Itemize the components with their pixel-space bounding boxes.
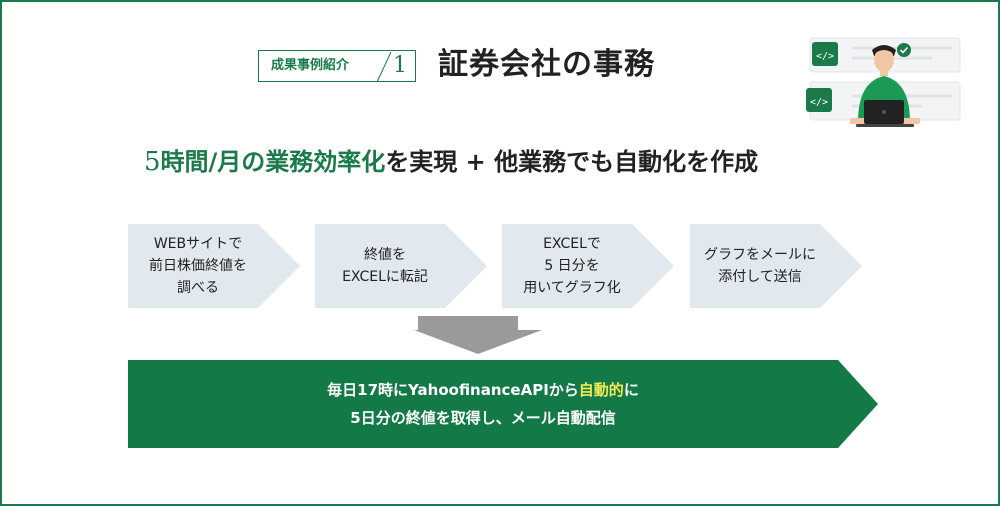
- process-step-4: グラフをメールに 添付して送信: [690, 224, 862, 308]
- svg-text:</>: </>: [816, 51, 834, 62]
- subtitle-rest: を実現 + 他業務でも自動化を作成: [385, 148, 759, 176]
- tag-label: 成果事例紹介: [271, 58, 350, 73]
- code-icon: </>: [806, 88, 832, 112]
- check-icon: [897, 43, 911, 57]
- down-arrow-icon: [414, 316, 542, 354]
- result-line-1-before: 毎日17時にYahoofinanceAPIから: [327, 381, 579, 399]
- laptop-icon: [856, 100, 914, 127]
- developer-illustration: </> </>: [806, 37, 961, 127]
- subtitle-number: 5: [144, 147, 161, 177]
- result-line-1: 毎日17時にYahoofinanceAPIから自動的に: [327, 376, 639, 404]
- svg-text:</>: </>: [810, 97, 828, 108]
- case-study-tag: 成果事例紹介: [258, 50, 416, 83]
- page-title: 証券会社の事務: [438, 47, 655, 82]
- process-step-text: 終値を EXCELに転記: [342, 247, 428, 285]
- process-step-text: グラフをメールに 添付して送信: [704, 247, 816, 285]
- process-step-2: 終値を EXCELに転記: [315, 224, 487, 308]
- process-step-text: WEBサイトで 前日株価終値を 調べる: [149, 236, 247, 296]
- process-step-3: EXCELで 5 日分を 用いてグラフ化: [502, 224, 674, 308]
- slash-divider-icon: [376, 51, 392, 83]
- result-line-2: 5日分の終値を取得し、メール自動配信: [350, 409, 616, 427]
- case-number: 1: [393, 53, 407, 78]
- code-icon: </>: [812, 42, 838, 66]
- subtitle: 5時間/月の業務効率化を実現 + 他業務でも自動化を作成: [144, 142, 758, 182]
- result-highlight: 自動的: [578, 381, 624, 399]
- result-text: 毎日17時にYahoofinanceAPIから自動的に 5日分の終値を取得し、メ…: [128, 360, 838, 448]
- result-line-1-after: に: [623, 381, 639, 399]
- subtitle-highlight: 時間/月の業務効率化: [160, 148, 386, 176]
- process-step-text: EXCELで 5 日分を 用いてグラフ化: [523, 236, 621, 296]
- process-step-1: WEBサイトで 前日株価終値を 調べる: [128, 224, 300, 308]
- result-banner: 毎日17時にYahoofinanceAPIから自動的に 5日分の終値を取得し、メ…: [128, 360, 878, 448]
